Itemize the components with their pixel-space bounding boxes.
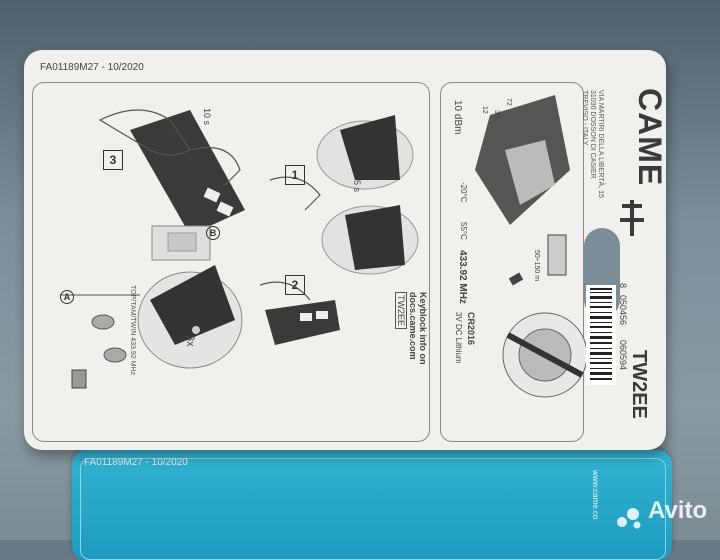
instruction-illustrations [60,95,644,398]
address-line1: VIA MARTIRI DELLA LIBERTÀ, 15 [597,90,604,198]
battery-model: CR2016 [466,312,476,346]
step-3-label: 3 [103,150,123,170]
keyblock-info-line2: docs.came.com [408,292,418,360]
remote-led-illustration [137,265,243,369]
avito-logo-icon [617,508,641,529]
temp-low: -20°C [459,182,468,203]
step-1-label: 1 [285,165,305,185]
barcode-digit-1: 8 [618,283,628,289]
brand-logo: CAME [632,88,668,187]
dim-30: 30 [493,110,500,118]
keyblock-info-line1: Keyblock info on [418,292,428,365]
barcode-digits-2: 050456 [618,295,628,326]
barcode-digits-3: 060594 [618,340,628,371]
address-line2: 31030 DOSSON DI CASIER [589,90,596,179]
range-illustration [508,234,567,286]
range-value: 50÷150 m [533,250,540,282]
label-b: B [206,226,220,240]
step-1-illustration [269,115,414,211]
power-value: 10 dBm [452,100,463,135]
info-panel [440,82,584,442]
remote-box-illustration [151,225,211,261]
timer-5s: 5 s [352,180,362,193]
frequency-value: 433.92 MHz [457,250,468,304]
dim-72: 72 [505,98,512,106]
came-logo-mark [620,200,644,236]
key-models-illustration [60,294,140,389]
temp-high: 55°C [459,222,468,240]
step-1b-illustration [321,205,419,275]
dim-12: 12 [481,106,488,114]
address-line3: TREVISO - ITALY [581,90,588,146]
model-name: TW2EE [628,350,650,419]
battery-compartment-illustration [502,312,588,398]
keyblock-model: TW2EE [395,292,407,330]
timer-3x: 3x [184,335,196,347]
blue-card-code: FA01189M27 - 10/2020 [84,457,188,468]
timer-10s: 10 s [202,108,212,126]
model-side-text: TOP/TAM/TWIN 433.92 MHz [129,285,136,375]
label-a: A [60,290,74,304]
step-2-label: 2 [285,275,305,295]
barcode [586,285,616,385]
remote-illustration-3 [98,109,245,235]
instructions-panel [32,82,430,442]
card-code: FA01189M27 - 10/2020 [40,62,144,73]
avito-watermark: Avito [648,497,708,524]
step-2-illustration [259,281,340,345]
receiver-device-illustration [475,95,570,225]
battery-desc: 3V DC Lithium [454,312,463,364]
